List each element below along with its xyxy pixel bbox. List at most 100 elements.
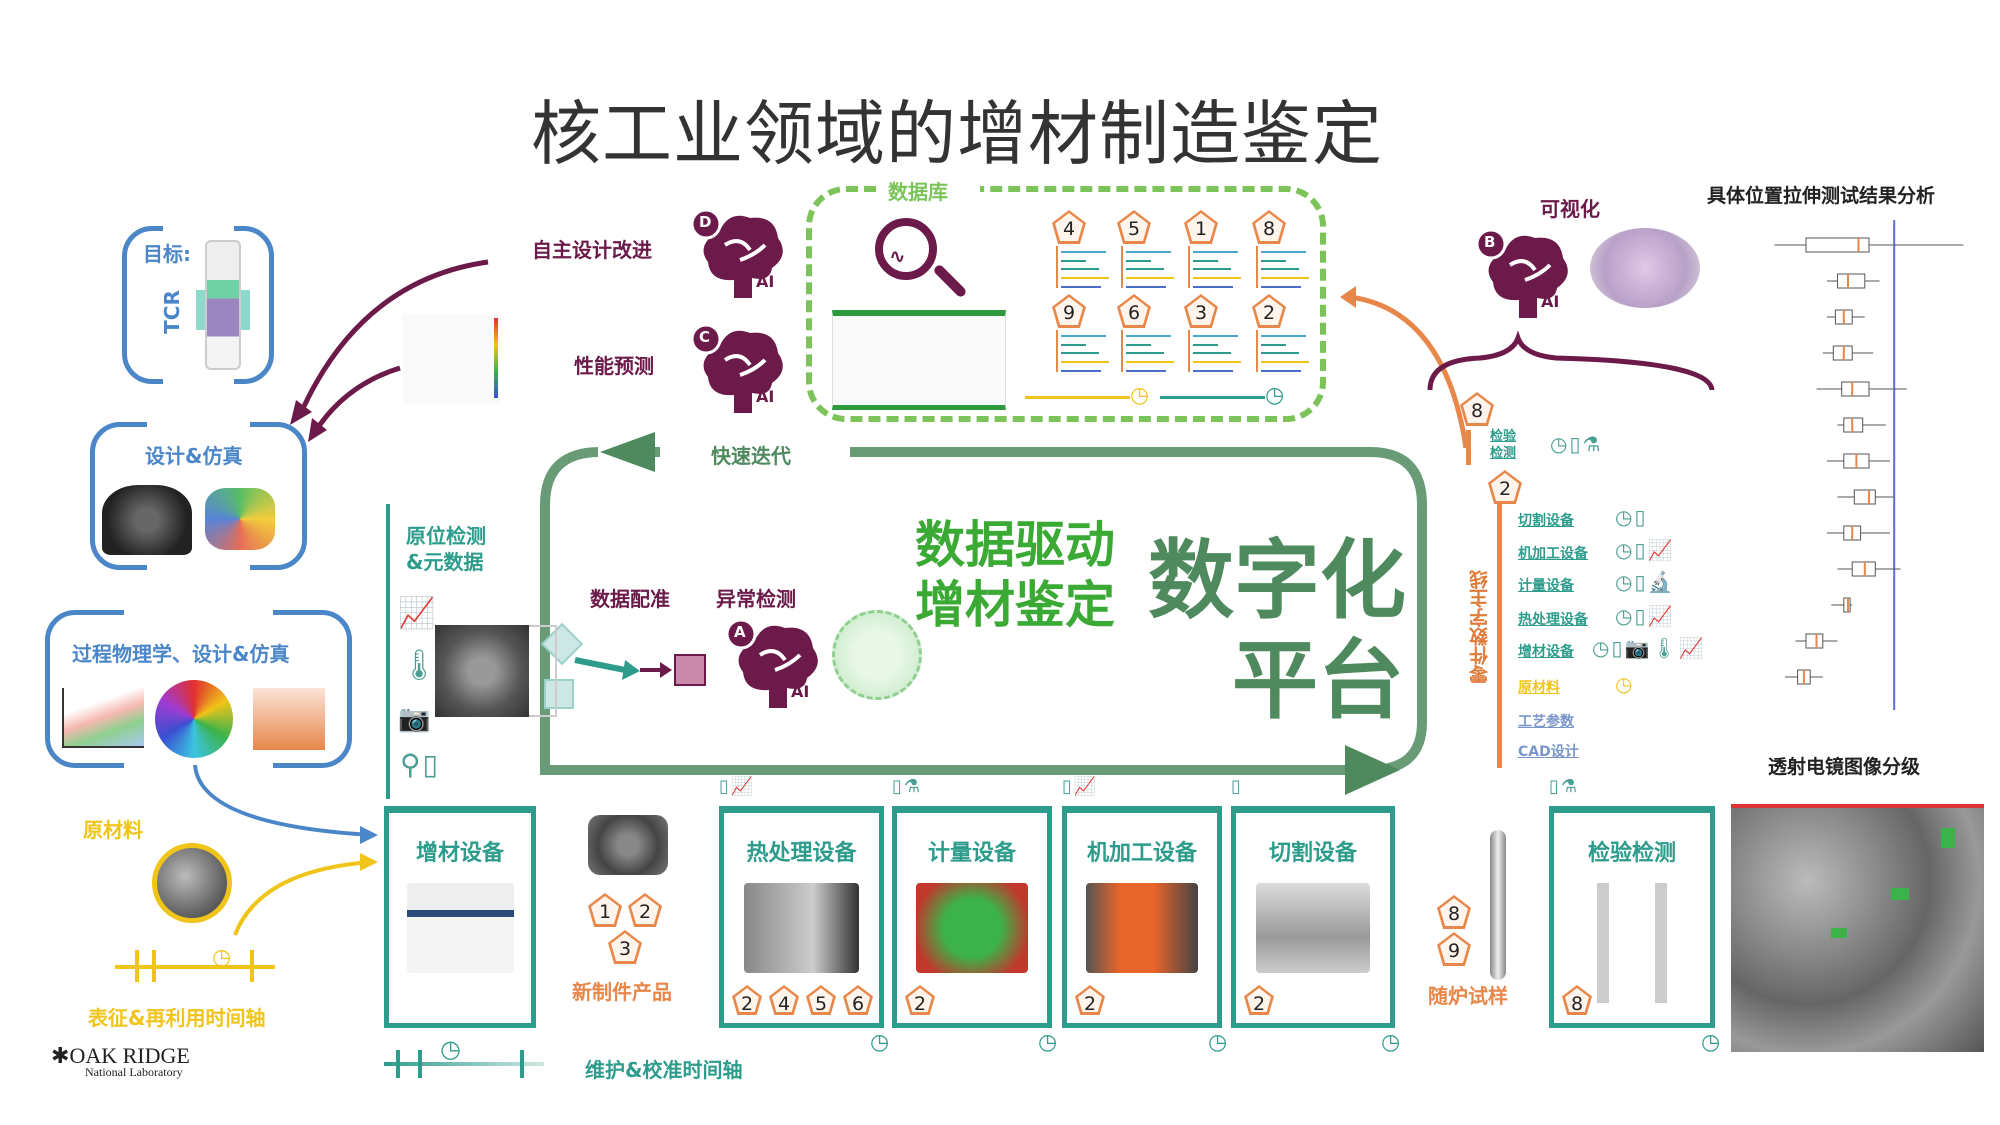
equipment-image [407, 883, 514, 973]
process-physics-bracket [45, 607, 352, 771]
maintenance-timeline [384, 1062, 544, 1066]
record-field [1261, 361, 1309, 363]
logo-subtext: National Laboratory [85, 1065, 183, 1079]
timeline-tick [250, 950, 254, 982]
record-field [1193, 260, 1218, 262]
ai-badge-letter: C [699, 328, 711, 346]
data-driven-label-2: 增材鉴定 [915, 576, 1115, 634]
record-badge: 4 [769, 985, 799, 1015]
equipment-image [1573, 883, 1691, 1003]
thread-item-icons: ◷▯ [1615, 505, 1648, 529]
stopwatch-icon: ◷ [1130, 383, 1150, 408]
db-timeline-teal [1160, 396, 1265, 399]
record-badge: 4 [1052, 210, 1086, 244]
thread-line [1466, 430, 1471, 465]
thermal-sim-image [155, 680, 233, 758]
tensile-boxplot [1774, 220, 1964, 710]
equipment-label: 切割设备 [1268, 841, 1357, 866]
stopwatch-icon: ◷ [1208, 1030, 1228, 1055]
equipment-card[interactable]: 增材设备 [384, 806, 536, 1028]
equipment-label: 计量设备 [927, 841, 1016, 866]
record-field [1261, 286, 1301, 288]
characterization-timeline [115, 965, 275, 969]
record-field [1193, 277, 1241, 279]
visualization-label: 可视化 [1540, 197, 1600, 221]
stopwatch-icon: ◷ [870, 1030, 890, 1055]
stopwatch-icon: ◷ [212, 945, 232, 970]
record-badge: 2 [628, 893, 662, 927]
box [1841, 381, 1870, 397]
thread-inspection-link-2[interactable]: 检测 [1490, 446, 1517, 461]
equipment-label: 增材设备 [415, 841, 504, 866]
thread-item-link[interactable]: 计量设备 [1518, 578, 1574, 594]
ai-label: AI [756, 387, 775, 406]
thread-inspection-link[interactable]: 检验 [1490, 429, 1517, 444]
stopwatch-clipboard-microscope-icons: ◷▯⚗ [1550, 432, 1603, 456]
process-physics-label: 过程物理学、设计&仿真 [72, 642, 290, 666]
timeline-tick [135, 950, 139, 982]
thread-item-link[interactable]: 原材料 [1518, 680, 1560, 696]
record-field [1061, 260, 1086, 262]
new-part-image [588, 815, 668, 875]
record-line [1121, 246, 1123, 288]
record-field [1126, 286, 1166, 288]
record-field [1061, 251, 1106, 253]
scatter-plot-image [403, 314, 500, 404]
record-field [1193, 335, 1238, 337]
ai-badge-letter: B [1484, 233, 1496, 251]
record-field [1126, 352, 1164, 354]
tcr-core-image [205, 240, 241, 370]
record-field [1126, 260, 1151, 262]
insitu-frame [529, 625, 557, 717]
witness-specimen-image [1490, 830, 1506, 980]
equipment-card[interactable]: 切割设备 2 [1231, 806, 1395, 1028]
stopwatch-icon: ◷ [1265, 383, 1285, 408]
equipment-card[interactable]: 计量设备 2 [892, 806, 1052, 1028]
record-field [1061, 277, 1109, 279]
thread-item-link[interactable]: 增材设备 [1518, 644, 1574, 660]
record-field [1126, 251, 1171, 253]
record-badge: 2 [1075, 985, 1105, 1015]
record-field [1193, 352, 1231, 354]
witness-label: 随炉试样 [1428, 984, 1508, 1008]
insitu-line [386, 504, 390, 799]
oak-ridge-logo: ✱OAK RIDGE National Laboratory [51, 1043, 190, 1080]
timeline-tick [152, 950, 156, 982]
record-badge: 2 [1244, 985, 1274, 1015]
ai-badge-letter: D [699, 213, 712, 231]
box [1853, 489, 1876, 505]
record-field [1193, 268, 1231, 270]
record-badge: 2 [1252, 294, 1286, 328]
insitu-label-2: &元数据 [406, 550, 484, 574]
database-screenshot [832, 310, 1006, 410]
ai-brain-icon: C AI [690, 323, 790, 415]
thread-item-link[interactable]: 切割设备 [1518, 513, 1574, 529]
record-field [1061, 361, 1109, 363]
goal-bracket [122, 223, 274, 387]
melt-pool-image [253, 688, 325, 750]
thread-item-link[interactable]: CAD设计 [1518, 744, 1579, 760]
record-field [1261, 344, 1286, 346]
equipment-data-icons: ▯ [1231, 776, 1243, 797]
record-field [1061, 370, 1101, 372]
record-field [1193, 344, 1218, 346]
tensile-chart-title: 具体位置拉伸测试结果分析 [1707, 185, 1936, 207]
equipment-image [743, 883, 860, 973]
ai-label: AI [756, 272, 775, 291]
anomaly-map-image [832, 610, 922, 700]
thread-item-icons: ◷▯📈 [1615, 538, 1675, 562]
timeline-tick [418, 1050, 422, 1078]
thread-item-link[interactable]: 热处理设备 [1518, 612, 1588, 628]
data-driven-label: 数据驱动 [915, 516, 1115, 574]
search-analytics-icon: ∿ [875, 218, 937, 280]
fast-iteration-label: 快速迭代 [705, 440, 797, 469]
thread-item-link[interactable]: 机加工设备 [1518, 546, 1588, 562]
record-badge: 2 [905, 985, 935, 1015]
record-field [1193, 361, 1241, 363]
thread-item-link[interactable]: 工艺参数 [1518, 714, 1574, 730]
